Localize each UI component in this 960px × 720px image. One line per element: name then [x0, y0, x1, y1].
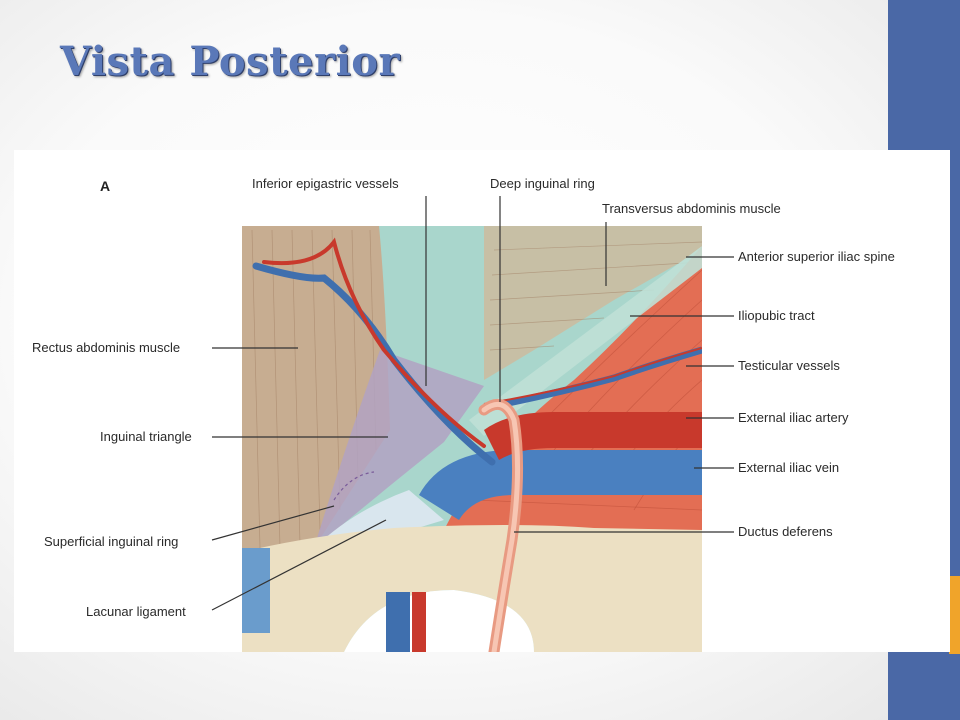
- ductus-deferens-highlight: [481, 401, 521, 652]
- label-iliopubic-tract: Iliopubic tract: [738, 308, 815, 323]
- label-testicular-vessels: Testicular vessels: [738, 358, 840, 373]
- label-superficial-inguinal-ring: Superficial inguinal ring: [44, 534, 178, 549]
- anatomy-figure: A Inferior epigastric vessels Deep ingui…: [14, 150, 950, 652]
- testicular-vein-path: [483, 346, 702, 412]
- panel-letter: A: [100, 178, 110, 194]
- label-transversus-abdominis-muscle: Transversus abdominis muscle: [602, 201, 781, 216]
- label-external-iliac-artery: External iliac artery: [738, 410, 849, 425]
- external-iliac-artery-shape: [484, 412, 702, 460]
- inferior-epigastric-artery-path: [262, 237, 486, 448]
- vein-lower-segment: [386, 592, 410, 652]
- slide-title: Vista Posterior: [60, 38, 401, 85]
- rectus-fibers: [251, 229, 377, 549]
- illustration-artwork: [242, 226, 702, 652]
- decorative-accent-bar: [949, 576, 960, 654]
- artery-lower-segment: [412, 592, 426, 652]
- superficial-ring-outline: [333, 471, 375, 501]
- label-lacunar-ligament: Lacunar ligament: [86, 604, 186, 619]
- transversus-abdominis-shape: [484, 226, 702, 380]
- leader-lines: [211, 196, 734, 611]
- external-iliac-vein-shape: [419, 450, 702, 520]
- transversus-fibers: [489, 241, 702, 351]
- label-ductus-deferens: Ductus deferens: [738, 524, 833, 539]
- label-rectus-abdominis-muscle: Rectus abdominis muscle: [32, 340, 180, 355]
- leader-superficial-ring: [211, 505, 335, 541]
- inguinal-triangle-shape: [314, 350, 484, 548]
- testicular-artery-path: [483, 347, 702, 405]
- label-anterior-superior-iliac-spine: Anterior superior iliac spine: [738, 249, 895, 264]
- leader-lacunar: [211, 519, 387, 611]
- pubic-symphysis-shape: [242, 548, 270, 633]
- label-inguinal-triangle: Inguinal triangle: [100, 429, 192, 444]
- label-inferior-epigastric-vessels: Inferior epigastric vessels: [252, 176, 399, 191]
- inguinal-region-illustration: A Inferior epigastric vessels Deep ingui…: [32, 176, 895, 652]
- iliopubic-tract-shape: [469, 246, 702, 436]
- label-deep-inguinal-ring: Deep inguinal ring: [490, 176, 595, 191]
- label-external-iliac-vein: External iliac vein: [738, 460, 839, 475]
- pubic-bone-shape: [242, 525, 702, 652]
